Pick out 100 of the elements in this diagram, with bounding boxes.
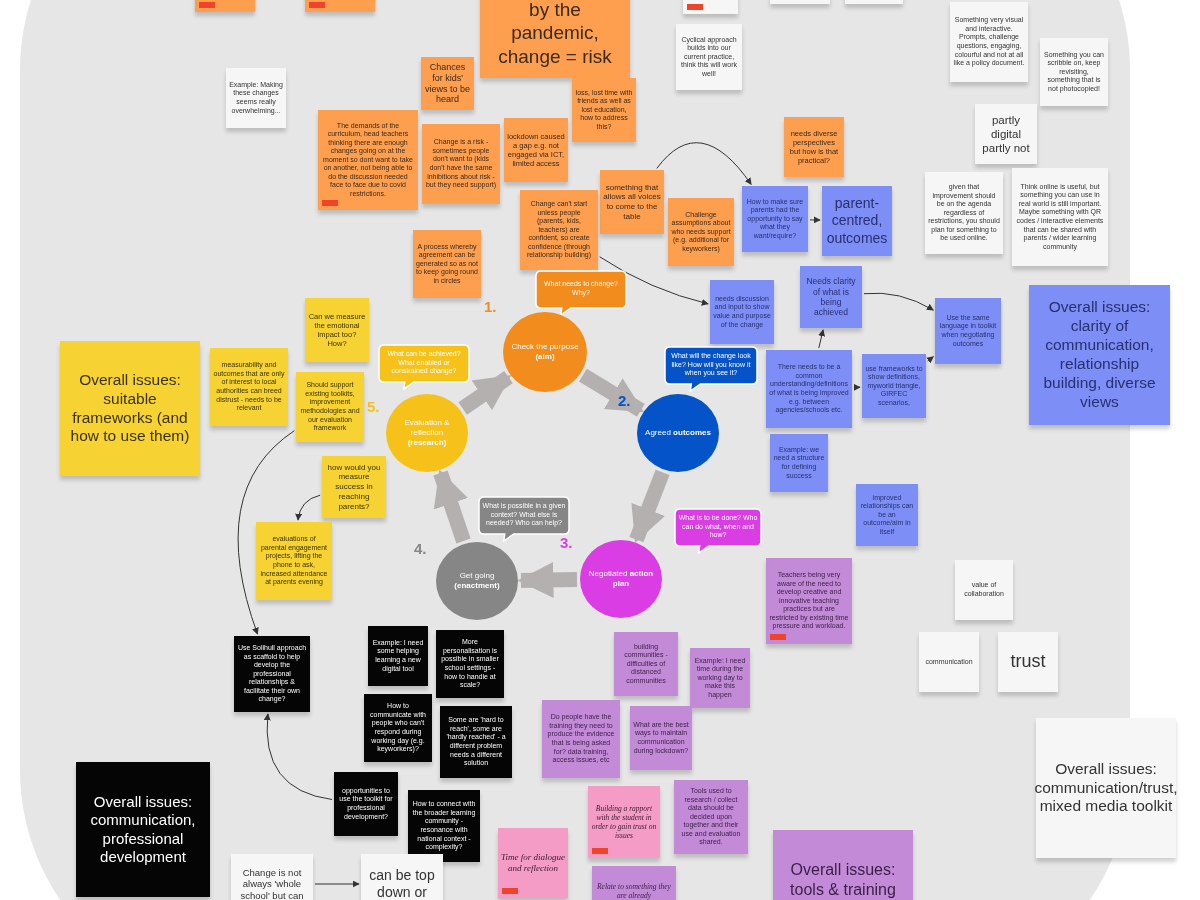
speech-bubble xyxy=(535,270,627,316)
arrow xyxy=(863,292,934,311)
sticky-note xyxy=(862,354,926,418)
note-text: something that allows all voices to come to the table xyxy=(603,182,661,222)
sticky-note xyxy=(318,110,418,210)
block-arrow xyxy=(433,469,471,544)
note-text: Time for dialogue and reflection xyxy=(501,852,565,874)
block-arrow xyxy=(517,561,578,598)
note-text: how would you measure success in reaching parents? xyxy=(326,462,382,512)
sticky-note xyxy=(588,786,660,858)
arrow xyxy=(599,256,709,306)
note-text: Overall issues: communication, professional development xyxy=(89,792,197,867)
sticky-note xyxy=(520,190,598,270)
sticky-note xyxy=(234,636,310,712)
arrow xyxy=(295,494,321,521)
block-arrow xyxy=(629,469,670,543)
sticky-note xyxy=(676,24,742,90)
block-arrow xyxy=(458,370,513,415)
step-number: 1. xyxy=(484,298,497,315)
sticky-note xyxy=(766,350,852,428)
sticky-note xyxy=(408,790,480,862)
sticky-note xyxy=(766,558,852,644)
sticky-note xyxy=(498,828,568,898)
sticky-note xyxy=(668,198,734,266)
sticky-note xyxy=(690,648,750,708)
sticky-note xyxy=(710,280,774,344)
summary-note xyxy=(76,762,210,897)
sticky-note xyxy=(226,68,286,128)
sticky-note xyxy=(856,484,918,546)
step-number: 5. xyxy=(367,398,380,415)
step-label: Negotiated action plan xyxy=(587,569,655,589)
sticky-note xyxy=(364,694,432,762)
note-text: by the pandemic, change = risk xyxy=(497,0,613,68)
sticky-note xyxy=(919,632,979,692)
step-label: Get going (enactment) xyxy=(453,571,501,591)
note-text: partly digital partly not xyxy=(981,112,1031,155)
sticky-note xyxy=(322,456,386,518)
sticky-note xyxy=(1012,168,1108,266)
sticky-note xyxy=(436,630,504,698)
note-text: Needs clarity of what is being achieved xyxy=(805,276,857,318)
note-text: Overall issues: tools & training xyxy=(789,860,897,900)
sticky-note xyxy=(413,230,481,298)
sticky-note xyxy=(784,117,844,177)
sticky-note xyxy=(925,172,1003,254)
sticky-note xyxy=(572,78,636,142)
note-text: can be top down or xyxy=(368,866,436,900)
sticky-note xyxy=(422,124,500,204)
sticky-note xyxy=(674,780,748,854)
note-text: Change is not always 'whole school' but can xyxy=(239,866,305,900)
arrow xyxy=(818,329,826,349)
arrow xyxy=(853,383,861,391)
step-label: Evaluation & reflection (research) xyxy=(403,418,451,448)
block-arrow xyxy=(579,368,645,417)
sticky-note xyxy=(800,266,862,328)
step-label: Agreed outcomes xyxy=(645,428,711,438)
speech-bubble xyxy=(674,508,762,554)
sticky-note xyxy=(542,700,620,778)
sticky-note xyxy=(361,854,443,900)
note-text: parent-centred, outcomes xyxy=(825,195,889,247)
sticky-note xyxy=(600,170,664,234)
note-text: Overall issues: communication/trust, mixed media toolkit xyxy=(1034,759,1178,817)
sticky-note xyxy=(614,632,678,696)
sticky-note xyxy=(742,186,808,252)
sticky-note xyxy=(210,348,288,426)
note-text: trust xyxy=(1010,651,1046,673)
note-text: Overall issues: clarity of communication, relationship building, diverse views xyxy=(1042,298,1157,412)
note-text: Overall issues: suitable frameworks (and how to use them) xyxy=(69,370,191,447)
sticky-note xyxy=(998,632,1058,692)
sticky-note xyxy=(975,104,1037,164)
sticky-note xyxy=(504,118,568,182)
arrow xyxy=(926,356,934,364)
arrow xyxy=(264,713,333,800)
step-number: 2. xyxy=(618,392,631,409)
speech-bubble xyxy=(378,344,470,390)
summary-note xyxy=(1036,718,1176,858)
sticky-note xyxy=(822,186,892,256)
sticky-note xyxy=(305,298,369,362)
step-number: 4. xyxy=(414,540,427,557)
summary-note xyxy=(773,830,913,900)
step-number: 3. xyxy=(560,534,573,551)
sticky-note xyxy=(955,560,1013,620)
sticky-note xyxy=(1040,38,1108,106)
note-text: Chances for kids' views to be heard xyxy=(424,61,471,106)
sticky-note xyxy=(334,772,398,836)
arrow xyxy=(237,430,295,635)
sticky-note xyxy=(440,706,512,778)
sticky-note xyxy=(630,706,692,770)
sticky-note xyxy=(770,434,828,492)
arrow xyxy=(656,142,752,185)
step-label: Check the purpose (aim) xyxy=(510,342,580,362)
sticky-note xyxy=(296,372,364,442)
sticky-note xyxy=(935,298,1001,364)
sticky-note xyxy=(950,2,1028,82)
speech-bubble xyxy=(664,346,758,392)
arrow xyxy=(809,216,821,224)
summary-note xyxy=(480,0,630,78)
summary-note xyxy=(60,341,200,476)
summary-note xyxy=(1029,285,1170,425)
sticky-note xyxy=(231,854,313,900)
arrow xyxy=(314,880,360,888)
